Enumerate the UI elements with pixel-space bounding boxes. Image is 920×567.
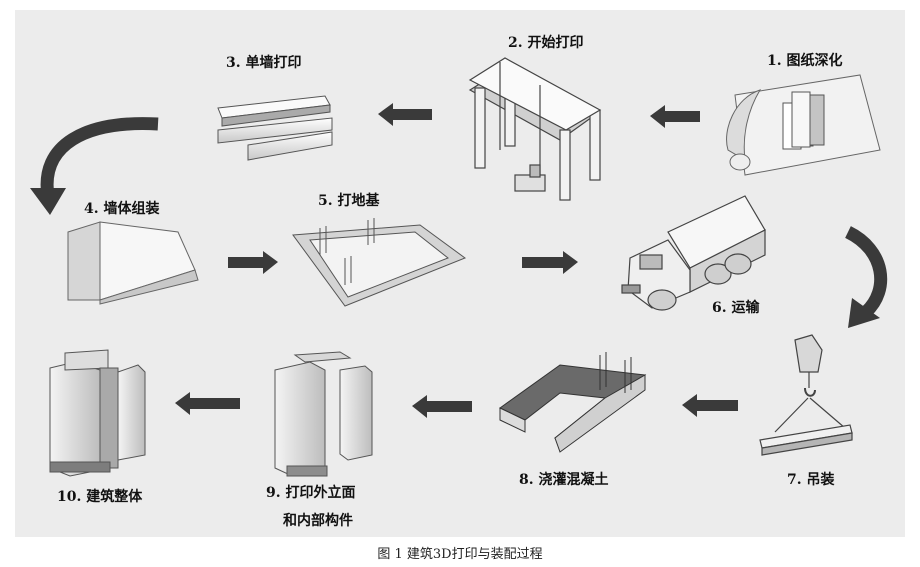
step-2-label: 2. 开始打印 bbox=[508, 35, 584, 51]
arrow-8-to-9 bbox=[412, 395, 472, 418]
facade-building-illustration bbox=[274, 351, 373, 477]
step-9-label-line2: 和内部构件 bbox=[283, 513, 353, 529]
step-7-label: 7. 吊装 bbox=[787, 472, 835, 488]
step-9-label: 9. 打印外立面 bbox=[266, 485, 356, 501]
arrow-9-to-10 bbox=[175, 392, 240, 415]
transport-truck-illustration bbox=[621, 195, 766, 311]
step-1-label: 1. 图纸深化 bbox=[767, 53, 843, 69]
step-8-label: 8. 浇灌混凝土 bbox=[519, 472, 609, 488]
arrow-7-to-8 bbox=[682, 394, 738, 417]
step-10-label: 10. 建筑整体 bbox=[57, 489, 143, 505]
concrete-pour-illustration bbox=[499, 352, 647, 453]
wall-panels-illustration bbox=[217, 95, 333, 161]
curved-arrow-3-to-4 bbox=[30, 117, 159, 215]
step-5-label: 5. 打地基 bbox=[318, 193, 380, 209]
step-6-label: 6. 运输 bbox=[712, 300, 760, 316]
crane-hook-illustration bbox=[759, 334, 853, 456]
arrow-2-to-3 bbox=[378, 103, 432, 126]
assembled-walls-illustration bbox=[67, 221, 199, 305]
printer-gantry-illustration bbox=[468, 57, 602, 201]
flow-arrows bbox=[175, 103, 738, 418]
completed-building-illustration bbox=[49, 349, 146, 477]
curved-arrow-6-to-7 bbox=[844, 226, 888, 328]
foundation-illustration bbox=[292, 218, 467, 307]
arrow-4-to-5 bbox=[228, 251, 278, 274]
arrow-1-to-2 bbox=[650, 105, 700, 128]
step-3-label: 3. 单墙打印 bbox=[226, 55, 302, 71]
arrow-5-to-6 bbox=[522, 251, 578, 274]
step-4-label: 4. 墙体组装 bbox=[84, 201, 160, 217]
blueprint-models-illustration bbox=[726, 74, 881, 176]
figure-caption: 图 1 建筑3D打印与装配过程 bbox=[377, 547, 543, 562]
